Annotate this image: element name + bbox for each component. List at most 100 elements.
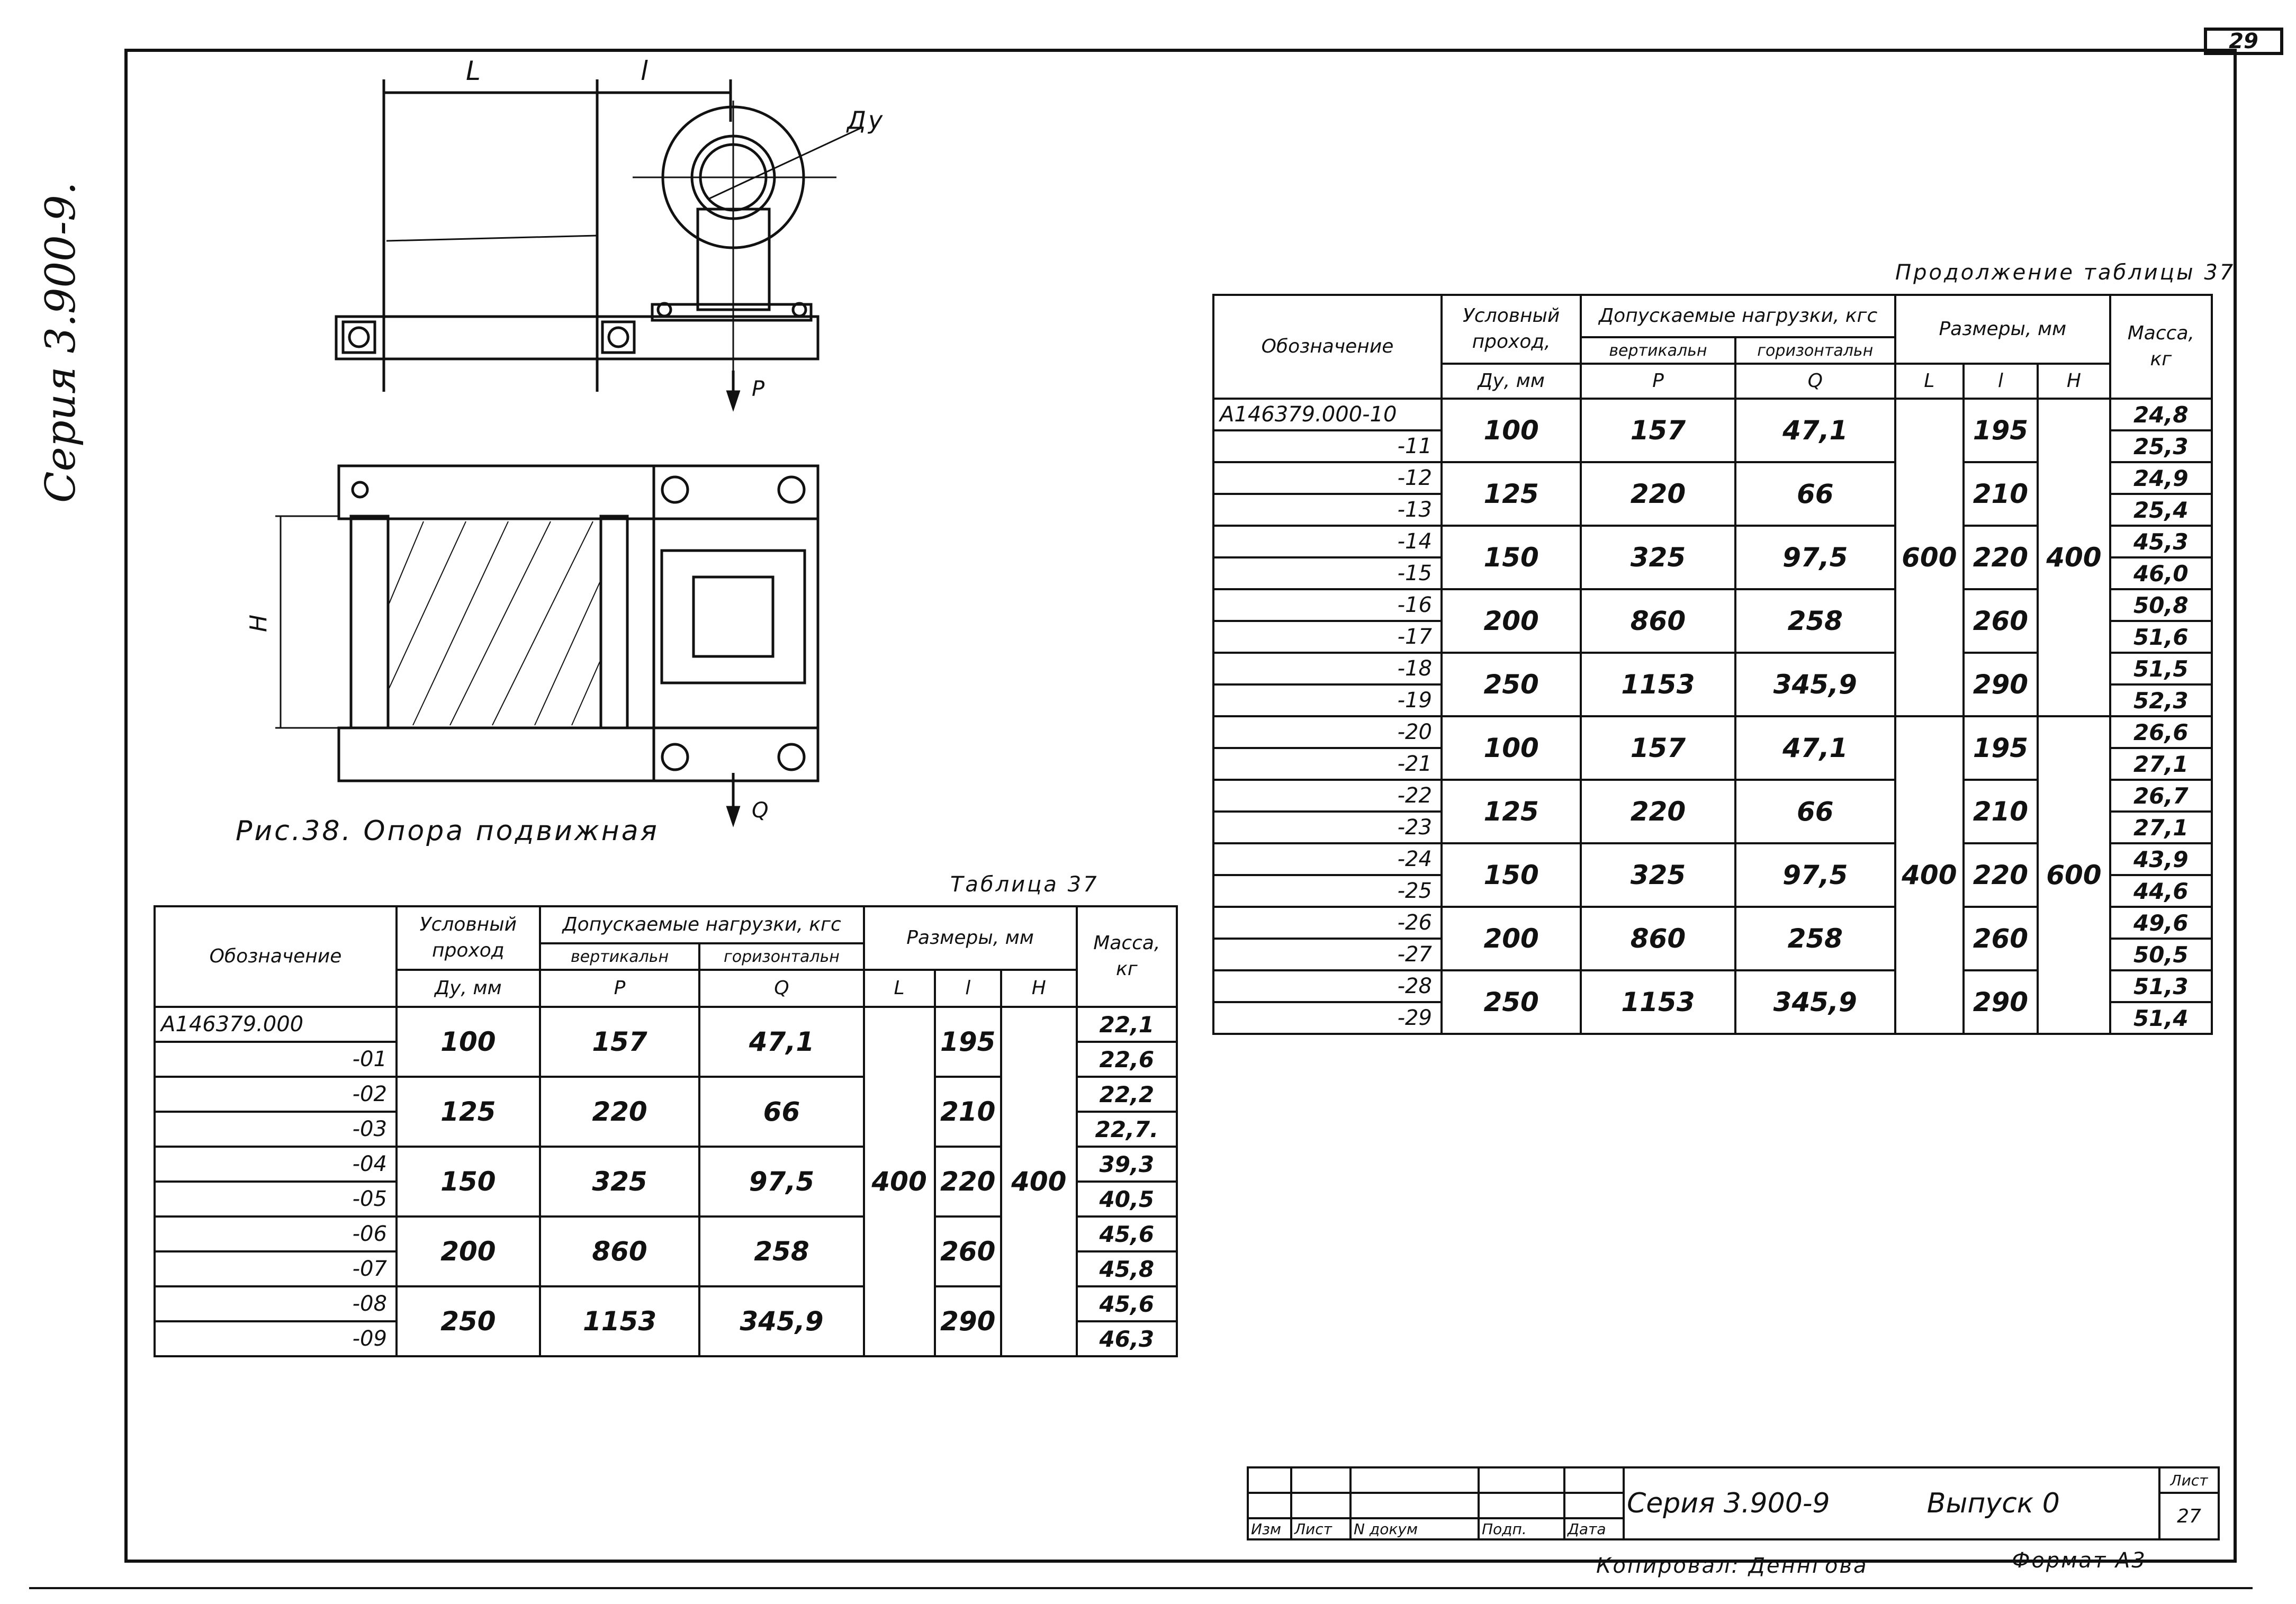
- col-header-horizontal: горизонтальн: [1734, 336, 1896, 365]
- table37-cont-title: Продолжение таблицы 37: [1895, 260, 2236, 285]
- load-q-cell: 345,9: [698, 1285, 865, 1357]
- load-p-cell: 157: [538, 1006, 701, 1078]
- mass-cell: 43,9: [2109, 842, 2213, 876]
- table-37: Обозначение Условный проход Допускаемые …: [154, 905, 1178, 1357]
- load-p-cell: 860: [538, 1215, 701, 1287]
- mass-cell: 40,5: [1075, 1181, 1178, 1218]
- mass-cell: 45,6: [1075, 1285, 1178, 1322]
- load-p-cell: 157: [1580, 398, 1736, 463]
- col-header-loads: Допускаемые нагрузки, кгс: [538, 905, 865, 944]
- load-q-cell: 258: [1734, 588, 1896, 654]
- passage-cell: 100: [1440, 715, 1582, 781]
- designation-cell: -11: [1212, 429, 1443, 463]
- load-q-cell: 345,9: [1734, 652, 1896, 717]
- dim-label-h: H: [245, 612, 273, 633]
- passage-cell: 125: [1440, 779, 1582, 844]
- designation-cell: -04: [154, 1146, 398, 1183]
- load-p-cell: 220: [538, 1076, 701, 1148]
- designation-cell: -13: [1212, 493, 1443, 527]
- col-header-L: L: [1894, 363, 1965, 400]
- mass-cell: 24,8: [2109, 398, 2213, 431]
- load-q-cell: 258: [698, 1215, 865, 1287]
- stamp-col-doc: N докум: [1349, 1517, 1480, 1540]
- dim-label-L: L: [466, 56, 483, 86]
- mass-cell: 39,3: [1075, 1146, 1178, 1183]
- dim-H-cell: 400: [2037, 398, 2111, 717]
- col-header-H: H: [1000, 969, 1078, 1008]
- figure-caption: Рис.38. Опора подвижная: [236, 815, 659, 847]
- table-37-continuation: Обозначение Условный проход, Допускаемые…: [1212, 294, 2213, 1035]
- designation-cell: -17: [1212, 620, 1443, 654]
- load-q-cell: 66: [1734, 461, 1896, 527]
- passage-cell: 200: [395, 1215, 541, 1287]
- designation-cell: -22: [1212, 779, 1443, 813]
- passage-cell: 125: [1440, 461, 1582, 527]
- load-p-cell: 325: [538, 1146, 701, 1218]
- col-header-horizontal: горизонтальн: [698, 942, 865, 971]
- stamp-col-sign: Подп.: [1478, 1517, 1565, 1540]
- mass-cell: 45,6: [1075, 1215, 1178, 1252]
- stamp-col-rev: Изм: [1247, 1517, 1292, 1540]
- col-header-loads: Допускаемые нагрузки, кгс: [1580, 294, 1896, 338]
- load-p-cell: 220: [1580, 779, 1736, 844]
- mass-cell: 26,6: [2109, 715, 2213, 749]
- mass-cell: 50,8: [2109, 588, 2213, 622]
- designation-cell: -29: [1212, 1001, 1443, 1035]
- passage-cell: 250: [1440, 652, 1582, 717]
- col-header-vertical: вертикальн: [1580, 336, 1736, 365]
- mass-cell: 27,1: [2109, 810, 2213, 844]
- mass-cell: 22,2: [1075, 1076, 1178, 1113]
- load-q-cell: 258: [1734, 906, 1896, 971]
- mass-cell: 45,8: [1075, 1250, 1178, 1287]
- sheet-number: 27: [2158, 1492, 2220, 1540]
- col-header-dims: Размеры, мм: [862, 905, 1078, 971]
- passage-cell: 125: [395, 1076, 541, 1148]
- sheet-label: Лист: [2158, 1466, 2220, 1494]
- mass-cell: 51,6: [2109, 620, 2213, 654]
- dim-l-cell: 220: [933, 1146, 1002, 1218]
- dim-l-cell: 195: [1962, 715, 2039, 781]
- drawing-frame: [124, 49, 2237, 1563]
- dim-l-cell: 210: [1962, 461, 2039, 527]
- mass-cell: 50,5: [2109, 938, 2213, 971]
- mass-cell: 51,3: [2109, 969, 2213, 1003]
- dim-L-cell: 600: [1894, 398, 1965, 717]
- designation-cell: -20: [1212, 715, 1443, 749]
- copied-by: Копировал: Деннгова: [1596, 1554, 1868, 1578]
- dim-L-cell: 400: [862, 1006, 936, 1357]
- col-header-du: Ду, мм: [395, 969, 541, 1008]
- dim-L-cell: 400: [1894, 715, 1965, 1035]
- mass-cell: 45,3: [2109, 525, 2213, 558]
- col-header-l: l: [1962, 363, 2039, 400]
- load-q-cell: 345,9: [1734, 969, 1896, 1035]
- table-row: -17 51,6: [1212, 620, 2213, 654]
- designation-cell: -24: [1212, 842, 1443, 876]
- designation-cell: -21: [1212, 747, 1443, 781]
- passage-cell: 150: [1440, 525, 1582, 590]
- load-q-cell: 97,5: [1734, 525, 1896, 590]
- dim-l-cell: 260: [1962, 906, 2039, 971]
- dim-l-cell: 210: [1962, 779, 2039, 844]
- passage-cell: 250: [395, 1285, 541, 1357]
- designation-cell: -14: [1212, 525, 1443, 558]
- designation-cell: -08: [154, 1285, 398, 1322]
- dim-l-cell: 260: [933, 1215, 1002, 1287]
- dim-l-cell: 220: [1962, 525, 2039, 590]
- load-label-p: P: [752, 377, 767, 401]
